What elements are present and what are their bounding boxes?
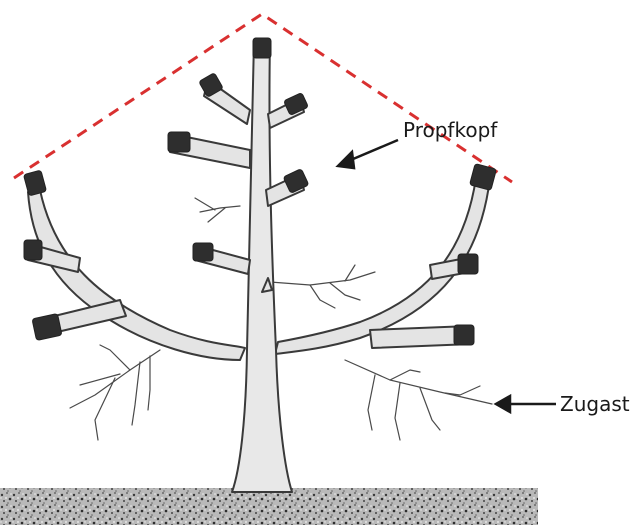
label-propfkopf: Propfkopf [403,120,497,140]
arrow-head [496,396,510,412]
arrow-head [338,152,354,168]
label-zugast: Zugast [560,394,630,414]
ground [0,488,538,525]
tree [28,40,492,492]
